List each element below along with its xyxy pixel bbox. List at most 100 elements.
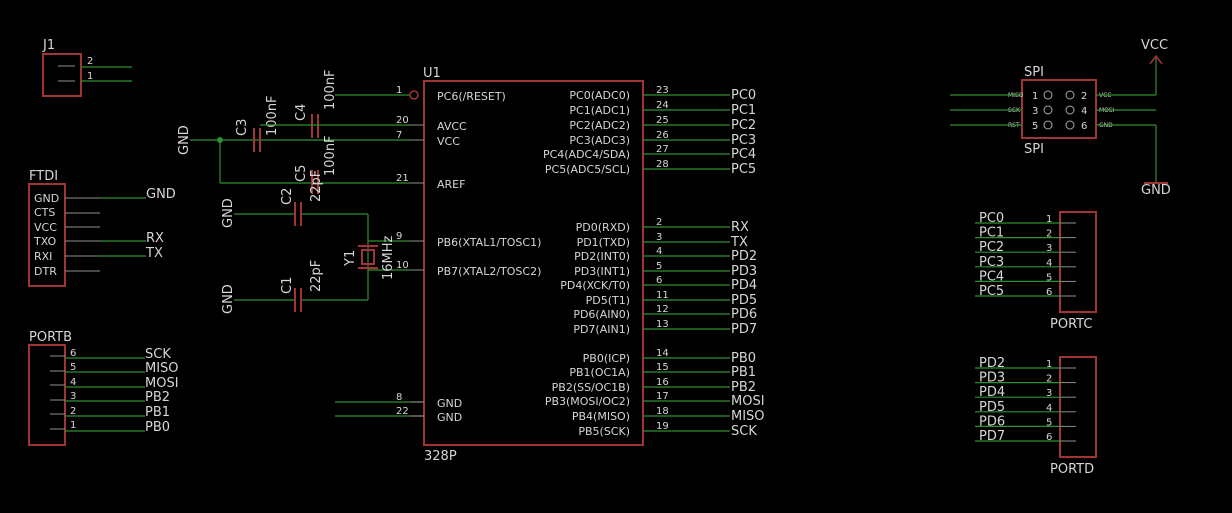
net-label-pc5: PC5 [979,284,1004,299]
gnd-symbol-label: GND [177,125,192,155]
net-label-pd6: PD6 [979,414,1005,429]
j1-body [42,53,82,97]
spi-pad [1065,90,1075,100]
portb-pin-2: 2 [70,406,76,417]
connector-portb[interactable]: PORTB 6 5 4 3 2 1 SCK MISO MOSI PB2 PB1 … [28,330,179,446]
ftdi-ref: FTDI [29,169,58,184]
net-label-rx: RX [731,220,749,235]
net-label-pb0: PB0 [731,351,756,366]
port-pin-number: 3 [1046,243,1052,254]
c2-value: 22pF [309,170,324,202]
u1-pin-name: PC5(ADC5/SCL) [545,163,630,176]
u1-pin-number: 2 [656,217,662,228]
spi-pin-number: 5 [1032,121,1038,132]
spi-pad [1043,90,1053,100]
net-label-tx: TX [145,246,163,261]
portd-ref: PORTD [1050,462,1094,477]
c1-ref: C1 [280,277,295,294]
port-pin-number: 5 [1046,417,1052,428]
u1-pin-number: 15 [656,362,669,373]
u1-pin-number: 27 [656,144,669,155]
net-label-pc0: PC0 [731,88,756,103]
net-label-pd5: PD5 [979,400,1005,415]
net-label-pc0: PC0 [979,211,1004,226]
u1-pin-number: 23 [656,85,669,96]
u1-pin-name: PD7(AIN1) [573,323,630,336]
connector-j1[interactable]: J1 2 1 [42,38,132,97]
vcc-symbol-label: VCC [1141,38,1168,53]
net-label-pb1: PB1 [145,405,170,420]
u1-pin-name: PB1(OC1A) [569,366,630,379]
ftdi-pin-txo: TXO [33,235,57,248]
u1-pin-name: PB0(ICP) [583,352,630,365]
ftdi-pin-gnd: GND [34,192,59,205]
u1-pin-name: PD5(T1) [586,294,630,307]
spi-value: SPI [1024,142,1044,157]
u1-pin-number: 21 [396,173,409,184]
portb-pin-4: 4 [70,377,76,388]
spi-pin-number: 1 [1032,91,1038,102]
net-label-pd3: PD3 [731,264,757,279]
net-label-pd7: PD7 [731,322,757,337]
portc-ref: PORTC [1050,317,1092,332]
net-label-pc2: PC2 [979,240,1004,255]
net-label-pd4: PD4 [731,278,757,293]
gnd-symbol-c2: GND [221,198,236,228]
portb-pin-1: 1 [70,420,76,431]
u1-pin-number: 24 [656,100,669,111]
u1-pin-name: GND [437,411,462,424]
net-label-sck: SCK [145,347,171,362]
u1-pin-name: GND [437,397,462,410]
crystal-body [361,249,375,265]
u1-pin-number: 6 [656,275,662,286]
j1-pin-2: 2 [87,56,93,67]
c4-ref: C4 [294,104,309,121]
c3-value: 100nF [265,95,280,136]
port-pin-number: 5 [1046,272,1052,283]
u1-pin-name: PB3(MOSI/OC2) [545,395,630,408]
connector-ftdi[interactable]: FTDI GND CTS VCC TXO RXI DTR GND RX TX [28,169,176,287]
net-label-pd2: PD2 [979,356,1005,371]
u1-pin-number: 8 [396,392,402,403]
port-pin-number: 2 [1046,374,1052,385]
net-label-pc1: PC1 [979,226,1004,241]
crystal-network[interactable]: GND C2 22pF GND C1 22pF Y1 16MHz [221,170,410,314]
net-label-pd6: PD6 [731,307,757,322]
u1-pin-number: 26 [656,130,669,141]
u1-pin-number: 20 [396,115,409,126]
net-label-pc2: PC2 [731,118,756,133]
net-label-miso: MISO [731,409,765,424]
net-label-pc4: PC4 [979,269,1004,284]
u1-pin-number: 17 [656,391,669,402]
net-label-pd3: PD3 [979,371,1005,386]
net-label-pb0: PB0 [145,420,170,435]
u1-pin-name: AVCC [437,120,467,133]
u1-pin-name: PD6(AIN0) [573,308,630,321]
u1-pin-number: 22 [396,406,409,417]
junction-gnd [217,137,223,143]
net-label-mosi: MOSI [731,394,765,409]
c2-ref: C2 [280,188,295,205]
ftdi-pin-dtr: DTR [34,265,57,278]
u1-pin-name: PD3(INT1) [574,265,630,278]
port-pin-number: 1 [1046,359,1052,370]
decoupling-network[interactable]: GND C3 100nF C4 100nF C5 100nF [177,69,419,194]
u1-pin-number: 7 [396,130,402,141]
u1-pin-name: PC3(ADC3) [569,134,630,147]
port-pin-number: 2 [1046,229,1052,240]
net-label-gnd: GND [146,187,176,202]
ftdi-pin-cts: CTS [34,206,55,219]
u1-body [423,80,644,446]
spi-pad [1065,120,1075,130]
port-pin-number: 6 [1046,432,1052,443]
c5-ref: C5 [294,165,309,182]
u1-pin-number: 9 [396,231,402,242]
